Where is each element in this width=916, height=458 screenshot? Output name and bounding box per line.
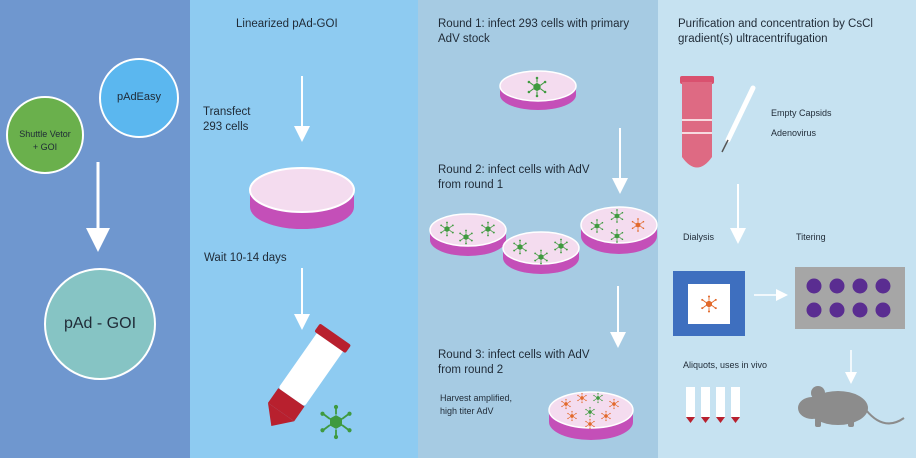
aliquot-tubes: [686, 387, 740, 423]
shuttle-vector-label: Shuttle Vetor + GOI: [19, 129, 71, 152]
round2-dish-left: [429, 213, 507, 256]
centrifuge-tube: [680, 76, 714, 168]
round2-dish-right: [580, 206, 658, 254]
round1-label: Round 1: infect 293 cells with primary A…: [438, 18, 630, 45]
round1-dish: [499, 70, 577, 110]
syringe-needle-icon: [721, 85, 756, 153]
titering-plate: [795, 267, 905, 329]
empty-capsids-label: Empty Capsids: [771, 108, 832, 118]
wait-label: Wait 10-14 days: [204, 252, 287, 264]
adenovirus-label: Adenovirus: [771, 128, 817, 138]
linearized-title: Linearized pAd-GOI: [236, 18, 338, 30]
shuttle-vector-circle: [6, 96, 84, 174]
virus-particle-icon: [319, 403, 353, 441]
transfect-label: Transfect 293 cells: [203, 106, 251, 133]
dialysis-label: Dialysis: [683, 232, 715, 242]
titering-label: Titering: [796, 232, 826, 242]
padeasy-label: pAdEasy: [116, 91, 162, 103]
purification-title: Purification and concentration by CsCl g…: [678, 18, 873, 45]
pad-goi-circle: [44, 268, 156, 380]
aliquots-label: Aliquots, uses in vivo: [683, 360, 768, 370]
harvest-tube: [267, 324, 351, 426]
harvest-label: Harvest amplified, high titer AdV: [440, 393, 513, 416]
mouse-icon: [798, 386, 905, 427]
round3-label: Round 3: infect cells with AdV from roun…: [438, 349, 590, 376]
round3-dish: [548, 391, 634, 440]
round2-dish-middle: [502, 231, 580, 274]
pad-goi-label: pAd - GOI: [63, 315, 137, 332]
round2-label: Round 2: infect cells with AdV from roun…: [438, 164, 590, 191]
dialysis-cassette: [673, 271, 745, 336]
padeasy-circle: [99, 58, 179, 138]
transfection-dish: [249, 167, 355, 229]
